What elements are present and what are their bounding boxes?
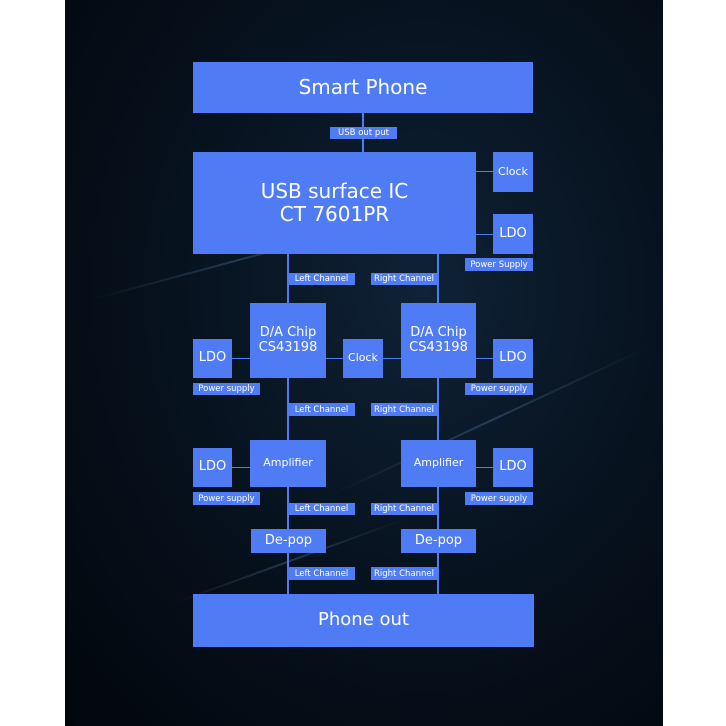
left-channel-label: Left Channel — [288, 273, 355, 285]
connector — [232, 467, 250, 468]
power-supply-label-top: Power Supply — [465, 258, 533, 271]
right-channel-label: Right Channel — [371, 503, 437, 515]
usb-ic-name: USB surface IC — [260, 179, 409, 203]
amplifier-label: Amplifier — [413, 456, 464, 470]
amplifier-label: Amplifier — [263, 456, 313, 470]
usb-ic-model: CT 7601PR — [279, 202, 390, 226]
ldo-block-amp-left: LDO — [193, 448, 232, 487]
ldo-label: LDO — [499, 225, 527, 241]
ldo-block-dac-left: LDO — [193, 339, 232, 378]
depop-label: De-pop — [414, 532, 463, 548]
ldo-label: LDO — [198, 459, 227, 475]
clock-block-dac: Clock — [343, 339, 383, 378]
clock-label: Clock — [498, 164, 528, 178]
left-channel-label: Left Channel — [288, 503, 355, 515]
phone-out-block: Phone out — [193, 594, 534, 647]
ldo-label: LDO — [499, 459, 527, 475]
right-channel-label: Right Channel — [371, 403, 437, 416]
power-supply-label: Power supply — [465, 492, 533, 505]
dac-model: CS43198 — [258, 339, 318, 355]
phone-out-label: Phone out — [318, 609, 409, 631]
dac-model: CS43198 — [409, 339, 468, 355]
connector — [476, 234, 493, 235]
right-channel-label: Right Channel — [371, 567, 437, 580]
depop-label: De-pop — [264, 532, 313, 548]
dac-name: D/A Chip — [410, 324, 467, 340]
ldo-block-amp-right: LDO — [493, 448, 533, 487]
usb-output-label: USB out put — [330, 127, 397, 139]
connector — [476, 467, 493, 468]
ldo-block-top: LDO — [493, 214, 533, 254]
amplifier-block-left: Amplifier — [250, 440, 326, 487]
ldo-block-dac-right: LDO — [493, 339, 533, 378]
left-channel-label: Left Channel — [288, 403, 355, 416]
depop-block-right: De-pop — [401, 529, 476, 553]
power-supply-label: Power supply — [193, 492, 260, 505]
ldo-label: LDO — [499, 350, 527, 366]
ldo-label: LDO — [198, 350, 227, 366]
power-supply-label: Power supply — [193, 383, 260, 395]
right-channel-label: Right Channel — [371, 273, 437, 285]
connector — [476, 358, 493, 359]
dac-name: D/A Chip — [259, 324, 317, 340]
clock-label: Clock — [348, 351, 378, 365]
connector — [476, 171, 493, 172]
left-channel-label: Left Channel — [288, 567, 355, 580]
connector-right — [437, 254, 439, 594]
power-supply-label: Power supply — [465, 383, 533, 395]
smart-phone-block: Smart Phone — [193, 62, 533, 113]
clock-block-top: Clock — [493, 152, 533, 192]
smart-phone-label: Smart Phone — [298, 75, 428, 99]
connector-left — [287, 254, 289, 594]
amplifier-block-right: Amplifier — [401, 440, 476, 487]
depop-block-left: De-pop — [251, 529, 326, 553]
